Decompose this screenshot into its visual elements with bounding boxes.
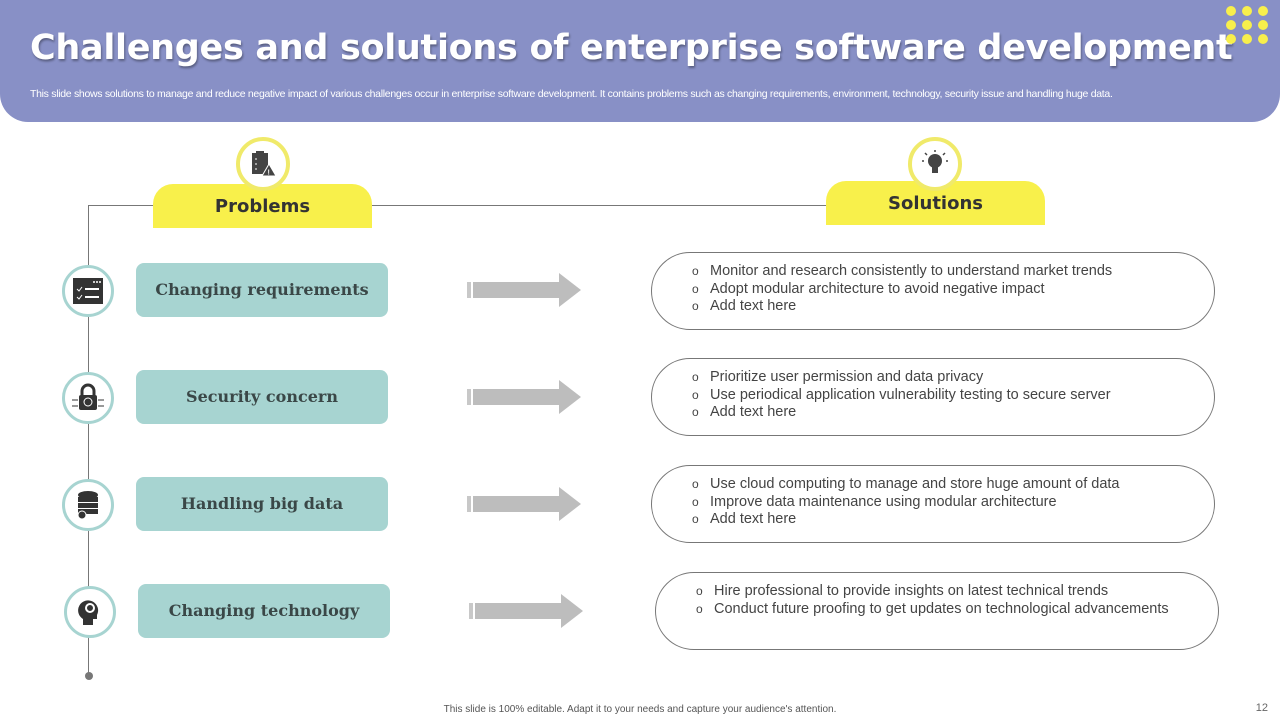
problem-label: Handling big data <box>180 494 344 513</box>
page-subtitle: This slide shows solutions to manage and… <box>30 88 1113 100</box>
solution-card: Hire professional to provide insights on… <box>655 572 1219 650</box>
problem-label: Security concern <box>186 387 338 406</box>
problems-header: Problems <box>153 184 372 228</box>
arrow-right-icon <box>467 380 581 414</box>
solution-card: Monitor and research consistently to und… <box>651 252 1215 330</box>
database-gear-icon <box>62 479 114 531</box>
solution-item: Monitor and research consistently to und… <box>692 263 1214 281</box>
connector-horizontal <box>88 205 828 206</box>
solution-item: Prioritize user permission and data priv… <box>692 369 1214 387</box>
problem-card: Changing requirements <box>136 263 388 317</box>
problem-card: Handling big data <box>136 477 388 531</box>
arrow-right-icon <box>467 273 581 307</box>
lightbulb-icon <box>908 137 962 191</box>
solution-card: Use cloud computing to manage and store … <box>651 465 1215 543</box>
connector-end-dot <box>85 672 93 680</box>
problem-card: Changing technology <box>138 584 390 638</box>
clipboard-warning-icon: ! <box>236 137 290 191</box>
problem-label: Changing requirements <box>155 280 369 299</box>
arrow-right-icon <box>469 594 583 628</box>
problem-label: Changing technology <box>168 601 360 620</box>
connector-vertical <box>88 205 89 675</box>
solution-item: Add text here <box>692 511 1214 529</box>
decorative-dots <box>1226 6 1270 44</box>
page-title: Challenges and solutions of enterprise s… <box>30 28 1233 68</box>
solution-card: Prioritize user permission and data priv… <box>651 358 1215 436</box>
footer-note: This slide is 100% editable. Adapt it to… <box>443 704 837 715</box>
solution-item: Add text here <box>692 404 1214 422</box>
header-banner: Challenges and solutions of enterprise s… <box>0 0 1280 122</box>
solution-item: Use periodical application vulnerability… <box>692 387 1214 405</box>
problem-card: Security concern <box>136 370 388 424</box>
page-number: 12 <box>1255 702 1268 714</box>
solution-item: Use cloud computing to manage and store … <box>692 476 1214 494</box>
solution-item: Adopt modular architecture to avoid nega… <box>692 281 1214 299</box>
solution-item: Conduct future proofing to get updates o… <box>696 601 1218 619</box>
head-gear-icon <box>64 586 116 638</box>
lock-icon <box>62 372 114 424</box>
arrow-right-icon <box>467 487 581 521</box>
solution-item: Improve data maintenance using modular a… <box>692 494 1214 512</box>
solution-item: Hire professional to provide insights on… <box>696 583 1218 601</box>
solution-item: Add text here <box>692 298 1214 316</box>
svg-text:!: ! <box>268 170 270 177</box>
checklist-icon <box>62 265 114 317</box>
